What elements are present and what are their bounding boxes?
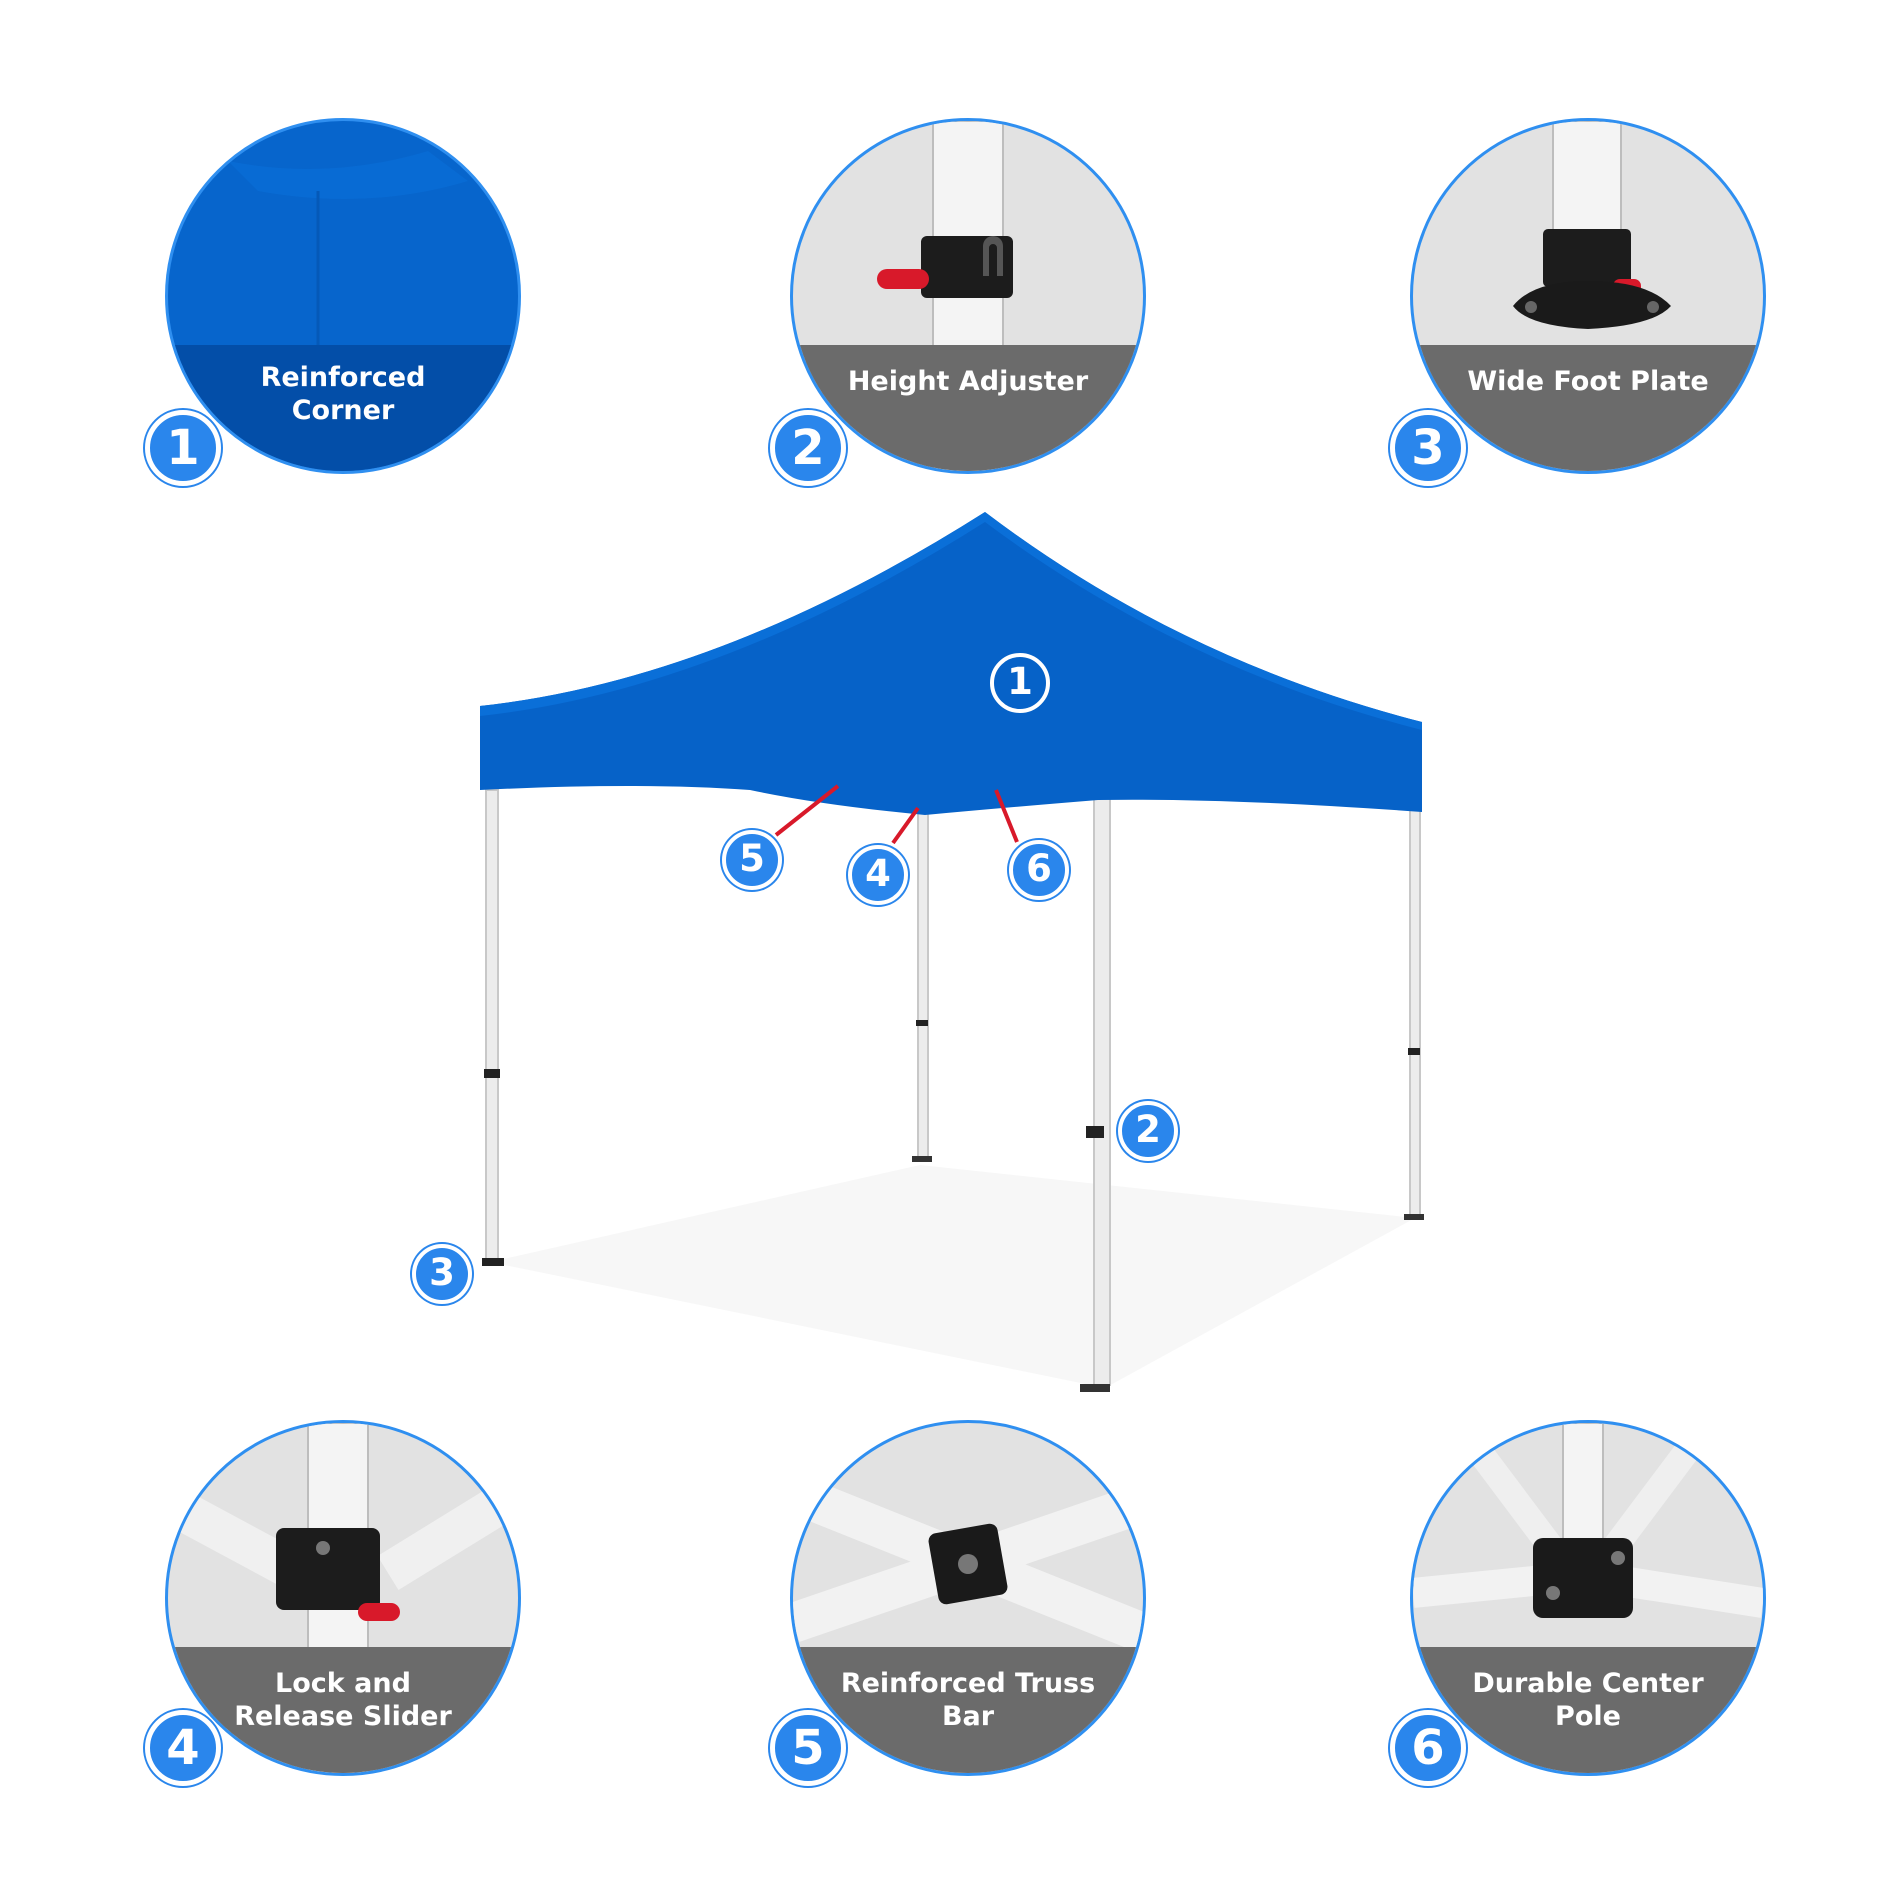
detail-height-adjuster: Height Adjuster 2 [770, 118, 1146, 486]
canopy [480, 512, 1422, 815]
number-badge: 1 [145, 410, 221, 486]
foot [912, 1156, 932, 1162]
detail-circle-image: Wide Foot Plate [1410, 118, 1766, 474]
caption-label: Durable Center Pole [1472, 1668, 1704, 1732]
leg-back-center [917, 779, 929, 1161]
pointer-truss [774, 784, 840, 837]
number-badge: 6 [1390, 1710, 1466, 1786]
pointer-slider [891, 806, 920, 845]
callout-foot: 3 [412, 1244, 472, 1304]
foot [482, 1258, 504, 1266]
detail-circle-image: Height Adjuster [790, 118, 1146, 474]
detail-durable-center-pole: Durable Center Pole 6 [1390, 1420, 1766, 1786]
detail-circle-image: Durable Center Pole [1410, 1420, 1766, 1776]
leg-clip [916, 1020, 928, 1026]
callout-slider: 4 [848, 845, 908, 905]
foot [1404, 1214, 1424, 1220]
foot [1080, 1384, 1110, 1392]
center-pole-closeup [1413, 1423, 1763, 1618]
canopy-fabric-closeup [228, 151, 468, 351]
pointer-center-pole [994, 789, 1019, 843]
detail-wide-foot-plate: Wide Foot Plate 3 [1390, 118, 1766, 486]
callout-canopy: 1 [990, 653, 1050, 713]
caption: Height Adjuster [793, 345, 1143, 471]
foot-plate-closeup [1513, 121, 1671, 329]
caption-label: Height Adjuster [847, 366, 1089, 397]
leg-clip [484, 1069, 500, 1078]
caption-label: Wide Foot Plate [1467, 366, 1709, 397]
caption: Durable Center Pole [1413, 1647, 1763, 1773]
caption-label: Lock and Release Slider [234, 1668, 452, 1732]
detail-circle-image: Lock and Release Slider [165, 1420, 521, 1776]
number-badge: 2 [770, 410, 846, 486]
callout-truss: 5 [722, 830, 782, 890]
callout-leg-adjuster: 2 [1118, 1101, 1178, 1161]
detail-circle-image: Reinforced Corner [165, 118, 521, 474]
number-badge: 5 [770, 1710, 846, 1786]
floor-shadow [490, 1165, 1415, 1388]
truss-bar-closeup [793, 1474, 1143, 1652]
caption: Reinforced Truss Bar [793, 1647, 1143, 1773]
leg-clip [1408, 1048, 1420, 1055]
callout-center-pole: 6 [1009, 840, 1069, 900]
caption: Reinforced Corner [168, 345, 518, 471]
number-badge: 4 [145, 1710, 221, 1786]
detail-reinforced-truss-bar: Reinforced Truss Bar 5 [770, 1420, 1146, 1786]
leg-clip [1086, 1126, 1104, 1138]
leg-front-left [485, 789, 499, 1261]
caption: Wide Foot Plate [1413, 345, 1763, 471]
caption-label: Reinforced Truss Bar [840, 1668, 1096, 1732]
leg-back-right [1409, 799, 1421, 1219]
caption-label: Reinforced Corner [260, 362, 426, 426]
detail-circle-image: Reinforced Truss Bar [790, 1420, 1146, 1776]
detail-lock-release-slider: Lock and Release Slider 4 [145, 1420, 521, 1786]
number-badge: 3 [1390, 410, 1466, 486]
leg-front-center [1093, 744, 1111, 1386]
caption: Lock and Release Slider [168, 1647, 518, 1773]
detail-reinforced-corner: Reinforced Corner 1 [145, 118, 521, 486]
